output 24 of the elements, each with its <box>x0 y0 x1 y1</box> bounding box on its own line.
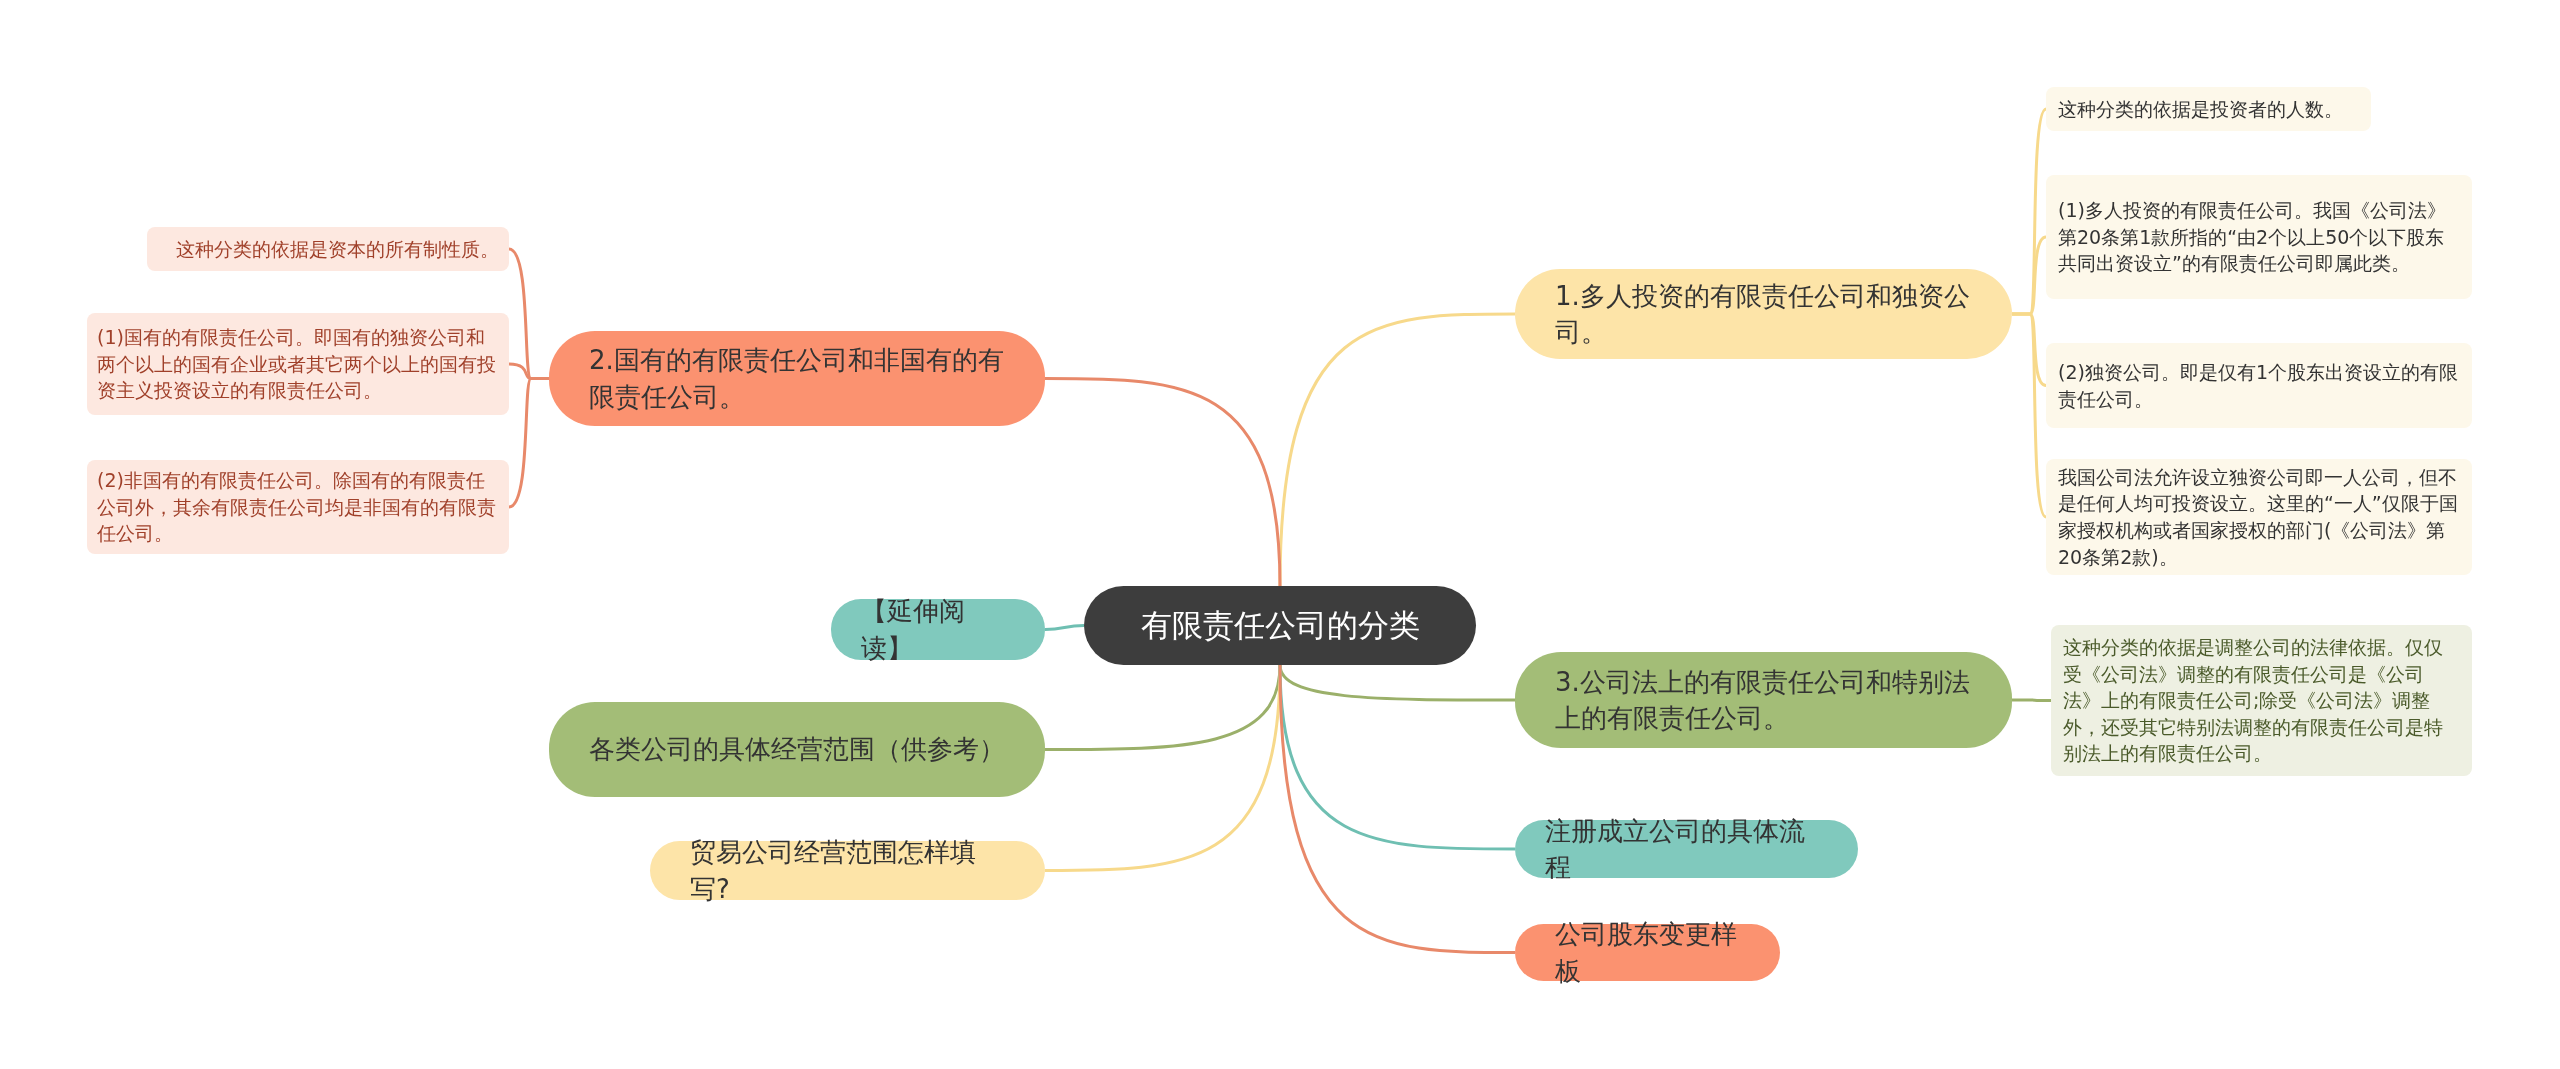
note-box: 这种分类的依据是调整公司的法律依据。仅仅受《公司法》调整的有限责任公司是《公司法》上的有限责任公司;除受《公司法》调整外，还受其它特别法调整的有限责任公司是特别法上的有限责任公司。 <box>2051 625 2472 776</box>
note-box: (1)国有的有限责任公司。即国有的独资公司和两个以上的国有企业或者其它两个以上的国有投资主义投资设立的有限责任公司。 <box>87 313 509 415</box>
note-box: 这种分类的依据是投资者的人数。 <box>2046 87 2371 131</box>
central-topic: 有限责任公司的分类 <box>1084 586 1476 665</box>
connector-line <box>2012 698 2051 702</box>
note-box: (2)非国有的有限责任公司。除国有的有限责任公司外，其余有限责任公司均是非国有的有限责任公司。 <box>87 460 509 554</box>
connector-line <box>1278 312 1515 587</box>
connector-line <box>1045 664 1282 872</box>
note-box: 这种分类的依据是资本的所有制性质。 <box>147 227 509 271</box>
note-box: (1)多人投资的有限责任公司。我国《公司法》第20条第1款所指的“由2个以上50个以下股东共同出资设立”的有限责任公司即属此类。 <box>2046 175 2472 299</box>
connector-line <box>508 377 549 509</box>
connector-line <box>2012 312 2048 518</box>
topic-box: 注册成立公司的具体流程 <box>1515 820 1858 878</box>
topic-box: 各类公司的具体经营范围（供参考） <box>549 702 1045 797</box>
topic-box: 3.公司法上的有限责任公司和特别法上的有限责任公司。 <box>1515 652 2012 748</box>
topic-box: 1.多人投资的有限责任公司和独资公司。 <box>1515 269 2012 359</box>
note-box: (2)独资公司。即是仅有1个股东出资设立的有限责任公司。 <box>2046 343 2472 428</box>
connector-line <box>1045 377 1282 587</box>
connector-line <box>1278 664 1515 954</box>
connector-line <box>1044 624 1085 631</box>
topic-box: 【延伸阅读】 <box>831 599 1045 660</box>
topic-box: 2.国有的有限责任公司和非国有的有限责任公司。 <box>549 331 1045 426</box>
topic-box: 贸易公司经营范围怎样填写? <box>650 841 1045 900</box>
note-box: 我国公司法允许设立独资公司即一人公司，但不是任何人均可投资设立。这里的“一人”仅限于国家授权机构或者国家授权的部门(《公司法》第20条第2款)。 <box>2046 459 2472 575</box>
